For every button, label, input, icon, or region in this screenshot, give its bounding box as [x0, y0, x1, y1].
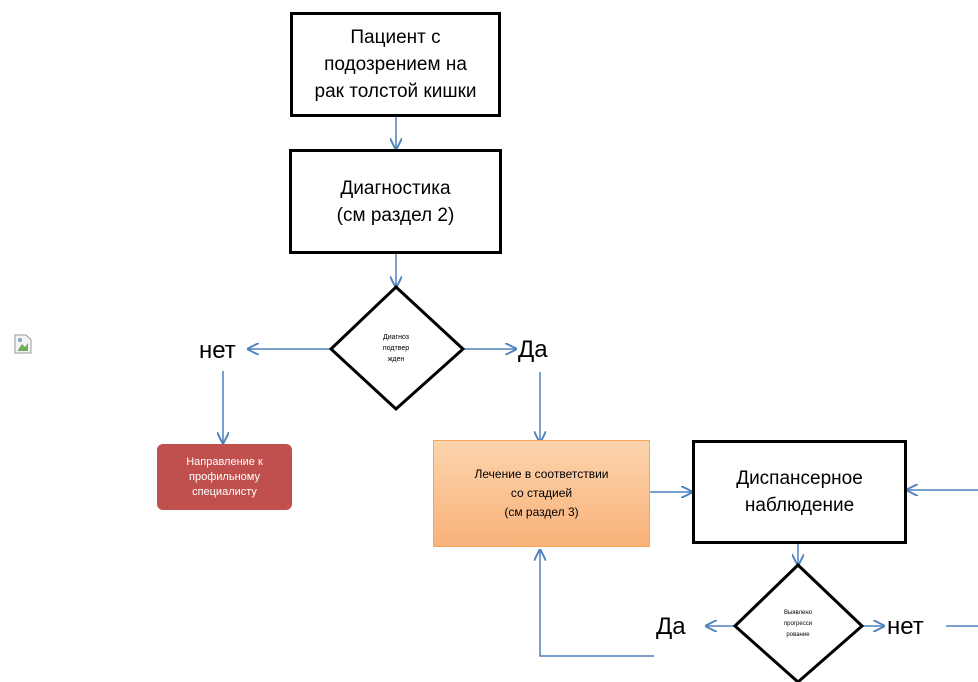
node-treatment: Лечение в соответствии со стадией (см ра… — [433, 440, 650, 547]
label-no-2: нет — [887, 613, 924, 640]
node-followup: Диспансерное наблюдение — [692, 440, 907, 544]
decision-progression-label: Выявлено прогресси рование — [783, 610, 813, 638]
node-patient: Пациент с подозрением на рак толстой киш… — [290, 12, 501, 117]
broken-image-icon — [14, 334, 32, 354]
node-referral: Направление к профильному специалисту — [157, 444, 292, 510]
arrow-yes-back-to-treatment — [540, 550, 654, 657]
label-yes-1: Да — [518, 336, 548, 363]
node-diagnostics: Диагностика (см раздел 2) — [289, 149, 502, 254]
decision-progression-shape — [732, 562, 865, 682]
label-yes-2: Да — [656, 613, 686, 640]
decision-confirmed-label: Диагноз подтвер жден — [382, 334, 410, 363]
label-no-1: нет — [199, 337, 236, 364]
decision-confirmed-shape — [328, 284, 466, 412]
